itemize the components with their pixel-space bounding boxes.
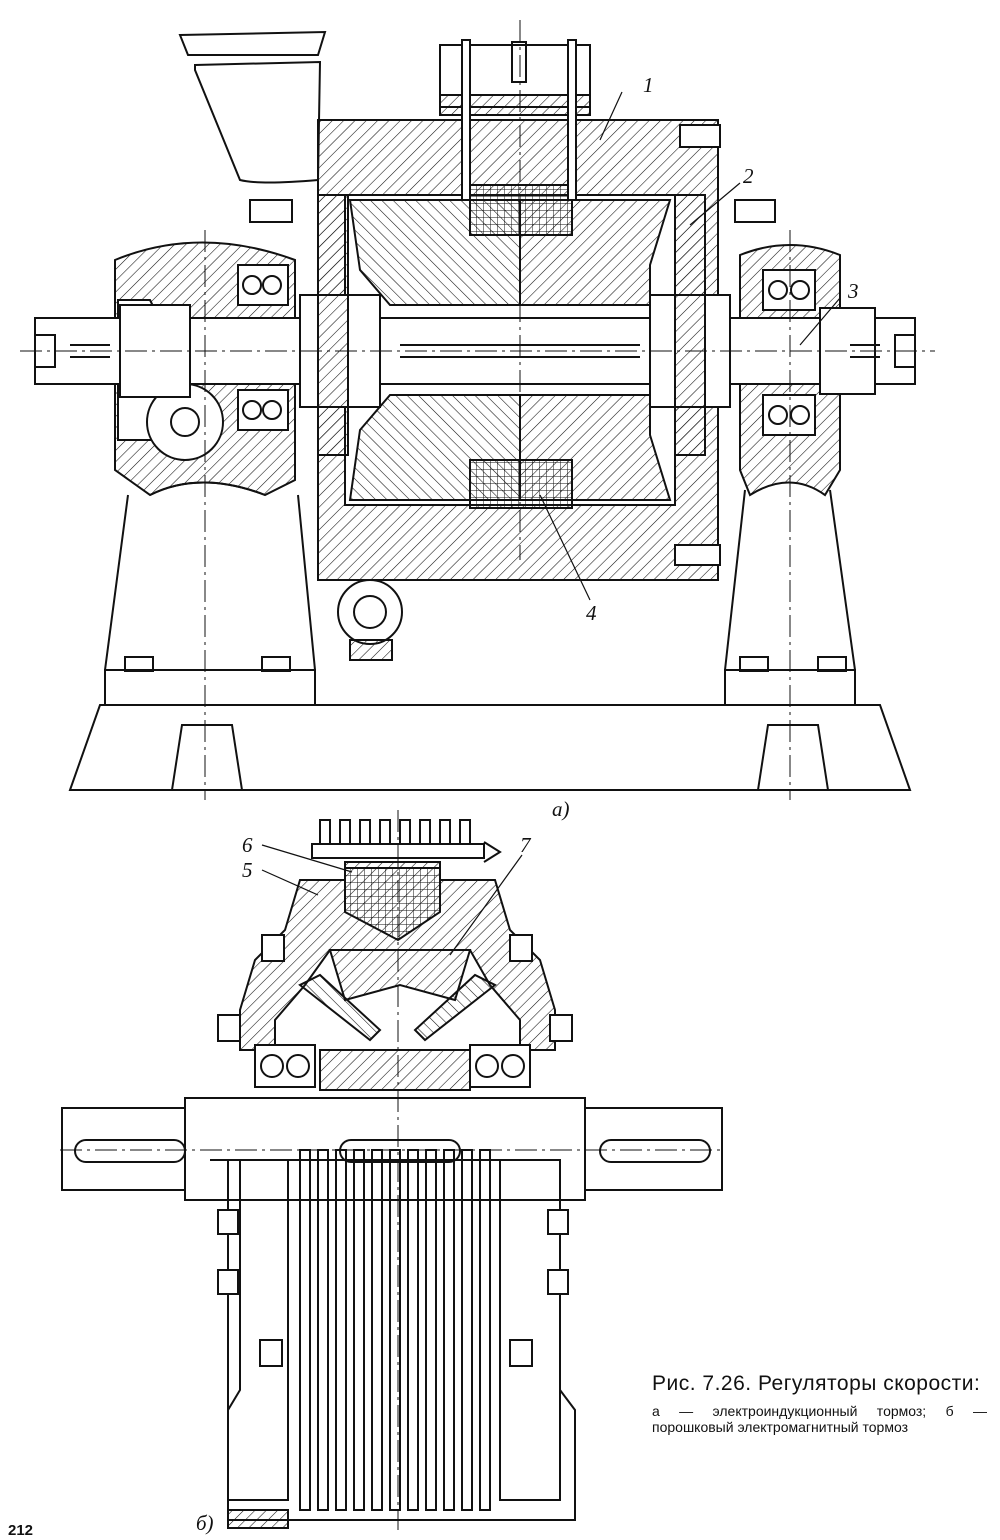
label-view-b: б) [196, 1511, 214, 1535]
label-part-6: 6 [242, 833, 253, 857]
brake-b-drawing: 6 5 7 б) [60, 810, 725, 1535]
hopper [178, 30, 327, 184]
label-part-3: 3 [847, 279, 859, 303]
page-number: 212 [8, 1522, 34, 1539]
right-pedestal [724, 489, 856, 671]
base-frame [68, 704, 912, 791]
brake-a-drawing: 1 2 3 4 a) [20, 20, 935, 821]
coil-6 [344, 867, 441, 942]
label-part-1: 1 [643, 73, 654, 97]
label-part-7: 7 [520, 833, 532, 857]
left-pedestal [104, 481, 316, 671]
coil-top [469, 184, 573, 236]
disk-plates [299, 1149, 491, 1511]
figure-caption: Рис. 7.26. Регуляторы скорости: а — элек… [652, 1370, 987, 1435]
coil-bottom-4 [469, 459, 573, 509]
cooling-fins [319, 819, 471, 847]
label-view-a: a) [552, 797, 570, 821]
caption-title: Рис. 7.26. Регуляторы скорости: [652, 1372, 981, 1395]
label-part-4: 4 [586, 601, 597, 625]
label-part-2: 2 [743, 164, 754, 188]
caption-text: а — электроиндукционный тормоз; б — поро… [652, 1403, 987, 1435]
lifting-eye [337, 579, 403, 645]
rotor-7 [328, 949, 472, 1002]
label-part-5: 5 [242, 858, 253, 882]
